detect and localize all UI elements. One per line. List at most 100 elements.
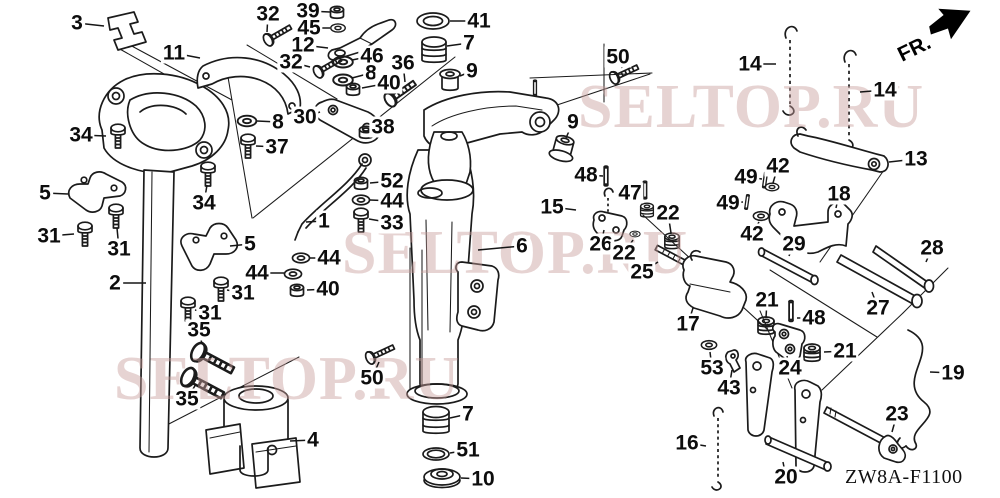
- part-callout-7: 7: [461, 31, 477, 55]
- part-callout-22: 22: [654, 201, 682, 225]
- part-callout-40: 40: [375, 71, 403, 95]
- part-callout-15: 15: [538, 195, 566, 219]
- diagram-code: ZW8A-F1100: [845, 466, 963, 488]
- part-callout-42: 42: [764, 154, 792, 178]
- part-callout-5: 5: [37, 181, 53, 205]
- part-callout-7: 7: [460, 402, 476, 426]
- part-callout-5: 5: [242, 232, 258, 256]
- part-bracket-26: [592, 210, 628, 242]
- part-callout-31: 31: [196, 301, 224, 325]
- part-callout-3: 3: [69, 11, 85, 35]
- part-callout-42: 42: [738, 222, 766, 246]
- part-callout-51: 51: [454, 438, 482, 462]
- part-callout-41: 41: [465, 9, 493, 33]
- part-rod-29: [757, 247, 819, 286]
- part-link-20: [744, 352, 832, 473]
- part-callout-49: 49: [714, 191, 742, 215]
- part-callout-44: 44: [243, 261, 271, 285]
- part-mount-17: [682, 249, 748, 319]
- part-callout-2: 2: [107, 271, 123, 295]
- part-callout-19: 19: [939, 361, 967, 385]
- part-rod-23: [823, 406, 906, 464]
- part-callout-40: 40: [314, 277, 342, 301]
- part-callout-16: 16: [673, 431, 701, 455]
- part-callout-50: 50: [358, 366, 386, 390]
- part-callout-12: 12: [289, 33, 317, 57]
- part-callout-20: 20: [772, 465, 800, 489]
- part-callout-23: 23: [883, 402, 911, 426]
- part-callout-31: 31: [105, 237, 133, 261]
- part-callout-18: 18: [825, 182, 853, 206]
- part-callout-4: 4: [305, 428, 321, 452]
- part-callout-26: 26: [587, 232, 615, 256]
- part-callout-53: 53: [698, 356, 726, 380]
- part-bush-7-bottom: [422, 405, 450, 435]
- part-callout-34: 34: [190, 191, 218, 215]
- part-callout-44: 44: [315, 246, 343, 270]
- part-callout-36: 36: [389, 51, 417, 75]
- part-callout-35: 35: [173, 387, 201, 411]
- part-spring-14a: [782, 25, 798, 116]
- part-callout-38: 38: [369, 115, 397, 139]
- part-callout-8: 8: [363, 61, 379, 85]
- part-callout-31: 31: [229, 281, 257, 305]
- part-callout-39: 39: [294, 0, 322, 23]
- part-bush-9-top: [439, 68, 461, 92]
- part-rod-28: [872, 245, 935, 293]
- part-callout-24: 24: [776, 356, 804, 380]
- part-callout-33: 33: [378, 211, 406, 235]
- part-callout-10: 10: [469, 467, 497, 491]
- part-callout-14: 14: [871, 78, 899, 102]
- part-callout-31: 31: [35, 224, 63, 248]
- part-callout-21: 21: [753, 288, 781, 312]
- part-bush-7-top: [421, 36, 447, 64]
- part-mount-frame-4: [177, 339, 301, 489]
- part-callout-29: 29: [780, 232, 808, 256]
- part-ring-41: [416, 12, 450, 30]
- part-swivel-case-6: [406, 79, 560, 405]
- part-callout-45: 45: [295, 16, 323, 40]
- part-callout-9: 9: [565, 110, 581, 134]
- part-callout-1: 1: [316, 209, 332, 233]
- part-bracket-24: [757, 299, 821, 363]
- part-callout-46: 46: [358, 44, 386, 68]
- part-callout-21: 21: [831, 339, 859, 363]
- part-ring-51: [422, 447, 450, 461]
- part-callout-8: 8: [270, 110, 286, 134]
- part-callout-48: 48: [800, 306, 828, 330]
- part-spring-16: [711, 406, 724, 491]
- part-grommet-10: [423, 468, 461, 489]
- part-callout-17: 17: [674, 312, 702, 336]
- part-callout-25: 25: [628, 260, 656, 284]
- part-callout-50: 50: [604, 45, 632, 69]
- part-callout-48: 48: [572, 163, 600, 187]
- part-lever-13: [790, 126, 889, 173]
- part-callout-49: 49: [732, 165, 760, 189]
- part-callout-37: 37: [263, 135, 291, 159]
- part-callout-32: 32: [277, 50, 305, 74]
- part-rod-27: [836, 254, 923, 309]
- part-callout-27: 27: [864, 296, 892, 320]
- part-callout-13: 13: [902, 147, 930, 171]
- fasteners-53-43: [700, 339, 741, 373]
- part-callout-6: 6: [514, 234, 530, 258]
- part-callout-34: 34: [67, 123, 95, 147]
- part-swivel-case-2: [98, 11, 230, 458]
- part-callout-14: 14: [736, 52, 764, 76]
- part-callout-9: 9: [464, 59, 480, 83]
- part-callout-44: 44: [378, 189, 406, 213]
- part-callout-30: 30: [291, 105, 319, 129]
- part-callout-43: 43: [715, 376, 743, 400]
- part-bracket-5b: [180, 161, 239, 322]
- part-callout-28: 28: [918, 236, 946, 260]
- part-bracket-5a: [67, 123, 127, 247]
- part-callout-52: 52: [378, 169, 406, 193]
- part-callout-35: 35: [185, 318, 213, 342]
- part-callout-11: 11: [160, 41, 188, 65]
- fr-arrow-icon: [929, 8, 971, 40]
- part-callout-22: 22: [610, 241, 638, 265]
- part-callout-47: 47: [616, 181, 644, 205]
